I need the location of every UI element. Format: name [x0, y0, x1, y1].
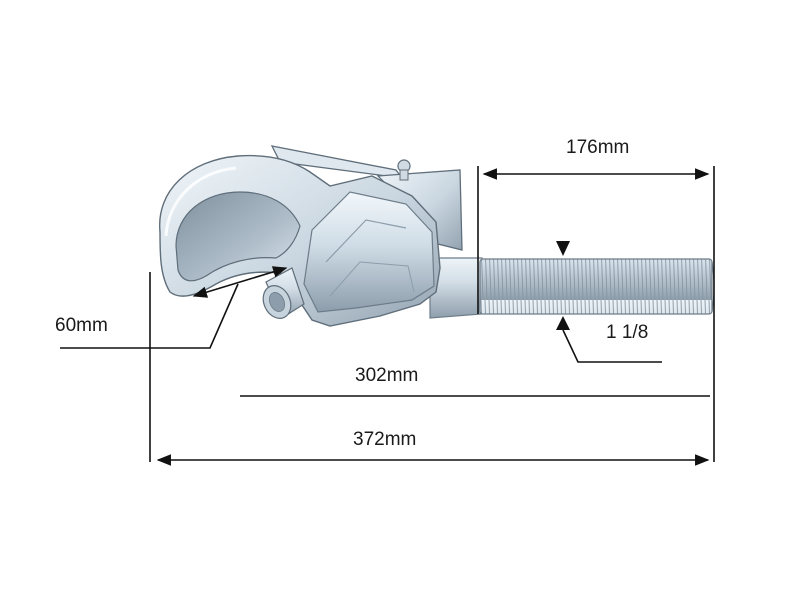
- hook-part: [159, 145, 715, 327]
- thread-arrow-bottom: [556, 316, 570, 330]
- label-thread-size: 1 1/8: [606, 322, 648, 343]
- label-hook-opening: 60mm: [55, 315, 108, 336]
- dimension-lines: [60, 166, 715, 466]
- label-thread-length: 176mm: [566, 137, 629, 158]
- thread-arrow-top: [556, 241, 570, 256]
- label-overall-length: 372mm: [353, 429, 416, 450]
- label-hook-to-end: 302mm: [355, 365, 418, 386]
- leader-hook-opening: [60, 283, 239, 349]
- body-block: [303, 191, 435, 313]
- threaded-section: [479, 258, 713, 315]
- leader-thread-size: [562, 329, 662, 363]
- dim-hook-opening: [192, 266, 288, 298]
